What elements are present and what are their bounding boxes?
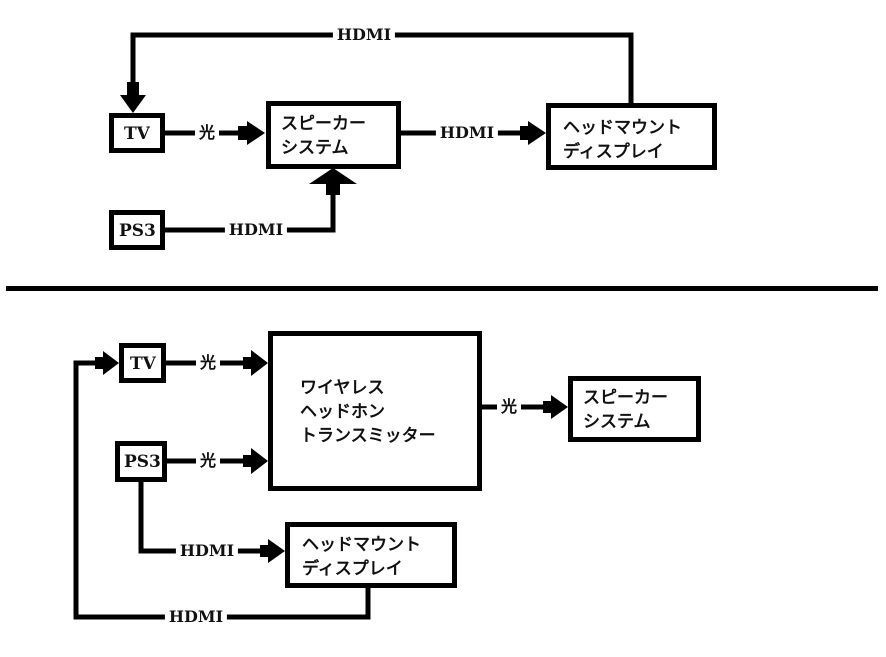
- arrow-bottom-into-tv: [103, 351, 119, 375]
- arrow-top-ps3-into-speaker: [309, 168, 357, 184]
- node-top-ps3: PS3: [109, 210, 165, 250]
- section-divider: [6, 286, 878, 291]
- arrow-bottom-into-hmd: [268, 539, 285, 563]
- arrow-top-into-tv: [120, 95, 146, 113]
- node-label: ヘッドマウント ディスプレイ: [563, 118, 682, 162]
- label-top-tv-to-speaker: 光: [194, 124, 220, 142]
- node-label: スピーカー システム: [583, 388, 668, 432]
- node-label: スピーカー システム: [281, 114, 366, 158]
- node-label: TV: [124, 124, 150, 144]
- arrow-bottom-into-speaker: [551, 395, 568, 419]
- node-label: TV: [130, 354, 156, 374]
- node-bottom-tv: TV: [119, 343, 166, 383]
- node-bottom-speaker-system: スピーカー システム: [568, 376, 701, 442]
- node-bottom-wireless-headphone-transmitter: ワイヤレス ヘッドホン トランスミッター: [268, 331, 482, 491]
- wire-top-ps3-to-speaker: [165, 190, 336, 233]
- wire-top-hmd-to-tv: [130, 32, 634, 103]
- arrow-top-into-speaker: [247, 121, 265, 145]
- node-top-tv: TV: [109, 113, 165, 153]
- node-label: PS3: [119, 221, 156, 241]
- node-label: ワイヤレス ヘッドホン トランスミッター: [300, 378, 436, 446]
- node-top-head-mounted-display: ヘッドマウント ディスプレイ: [546, 103, 717, 170]
- node-bottom-head-mounted-display: ヘッドマウント ディスプレイ: [285, 522, 457, 588]
- label-bottom-tv-to-transmitter: 光: [195, 354, 221, 372]
- node-top-speaker-system: スピーカー システム: [266, 101, 401, 169]
- wire-bottom-hmd-to-tv: [73, 360, 371, 620]
- arrow-top-into-hmd: [528, 121, 546, 145]
- label-top-ps3-to-speaker: HDMI: [224, 221, 288, 239]
- label-bottom-ps3-to-hmd: HDMI: [175, 542, 239, 560]
- arrow-bottom-tv-into-transmitter: [251, 350, 268, 376]
- label-bottom-transmitter-to-speaker: 光: [496, 398, 522, 416]
- label-bottom-hmd-to-tv: HDMI: [164, 608, 228, 626]
- node-label: ヘッドマウント ディスプレイ: [302, 535, 421, 579]
- node-bottom-ps3: PS3: [115, 441, 167, 482]
- arrow-bottom-ps3-into-transmitter: [251, 448, 268, 474]
- label-top-hmd-to-tv: HDMI: [332, 26, 396, 44]
- node-label: PS3: [124, 452, 161, 472]
- label-top-speaker-to-hmd: HDMI: [435, 124, 499, 142]
- label-bottom-ps3-to-transmitter: 光: [195, 452, 221, 470]
